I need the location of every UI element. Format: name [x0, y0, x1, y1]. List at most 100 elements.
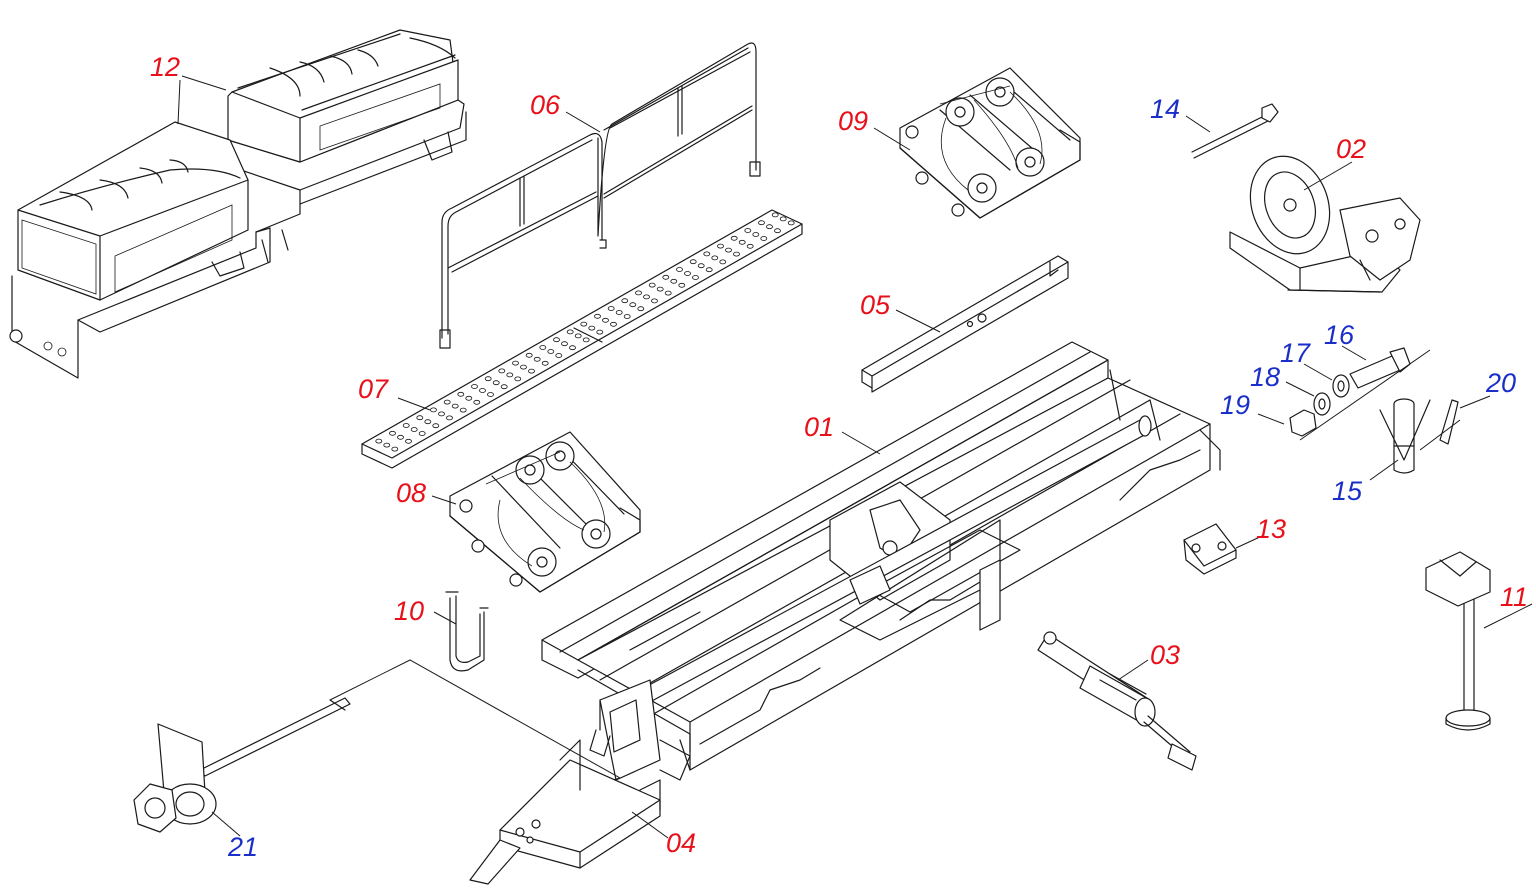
label-08: 08	[396, 478, 426, 508]
walkway-hole	[774, 228, 781, 234]
walkway-hole	[498, 368, 506, 374]
walkway-hole	[375, 438, 383, 444]
walkway-hole	[397, 434, 404, 440]
walkway-hole	[648, 282, 656, 288]
walkway-hole	[566, 329, 574, 335]
walkway-hole	[744, 228, 752, 233]
walkway-hole	[615, 310, 623, 315]
label-20: 20	[1485, 368, 1516, 398]
label-09: 09	[838, 106, 868, 136]
walkway-hole	[492, 380, 500, 386]
walkway-hole	[711, 255, 719, 261]
part-06-handrail	[439, 42, 761, 349]
label-17: 17	[1280, 338, 1311, 368]
walkway-hole	[779, 216, 787, 222]
walkway-hole	[656, 286, 664, 292]
walkway-hole	[451, 403, 459, 409]
walkway-hole	[405, 438, 412, 444]
part-05-cross-beam	[861, 255, 1069, 393]
walkway-hole	[703, 251, 711, 257]
walkway-hole	[607, 306, 615, 311]
part-04-drawbar	[329, 659, 661, 885]
label-01: 01	[804, 412, 834, 442]
part-03-hydraulic-cylinder	[1037, 631, 1197, 771]
walkway-hole	[678, 282, 686, 288]
walkway-hole	[432, 423, 440, 429]
walkway-hole	[438, 411, 445, 417]
walkway-hole	[588, 325, 596, 331]
walkway-hole	[637, 306, 645, 312]
walkway-hole	[416, 415, 424, 421]
walkway-hole	[465, 395, 473, 401]
walkway-hole	[730, 235, 738, 241]
part-21-axle	[133, 697, 351, 833]
walkway-hole	[705, 267, 713, 273]
walkway-hole	[525, 352, 533, 358]
walkway-hole	[391, 446, 399, 452]
walkway-hole	[514, 376, 522, 382]
walkway-hole	[746, 243, 754, 249]
walkway-hole	[623, 314, 631, 319]
part-20-clip	[1419, 399, 1461, 451]
part-08-drive-unit	[449, 431, 641, 593]
walkway-hole	[512, 360, 519, 366]
label-14: 14	[1150, 94, 1180, 124]
walkway-hole	[635, 290, 642, 296]
walkway-hole	[676, 267, 683, 272]
walkway-hole	[758, 220, 765, 226]
part-15-pin	[1379, 398, 1431, 474]
walkway-hole	[719, 259, 727, 265]
walkway-hole	[418, 431, 426, 436]
walkway-hole	[430, 407, 437, 413]
walkway-hole	[738, 239, 746, 245]
walkway-hole	[533, 356, 541, 362]
walkway-hole	[446, 415, 453, 421]
part-13-bracket	[1183, 523, 1237, 575]
walkway-hole	[561, 341, 568, 347]
walkway-hole	[664, 290, 672, 296]
part-18-washer	[1313, 392, 1331, 416]
part-17-washer	[1332, 374, 1350, 398]
label-06: 06	[530, 90, 561, 120]
walkway-hole	[643, 294, 650, 300]
walkway-hole	[596, 329, 604, 335]
walkway-hole	[594, 313, 601, 319]
label-19: 19	[1220, 390, 1250, 420]
walkway-hole	[389, 430, 396, 436]
part-09-drive-unit	[899, 67, 1081, 219]
walkway-hole	[610, 321, 617, 327]
walkway-hole	[500, 384, 508, 390]
part-12-seed-hoppers	[9, 29, 467, 379]
walkway-hole	[629, 302, 637, 308]
walkway-hole	[582, 337, 590, 343]
walkway-hole	[555, 353, 563, 358]
walkway-hole	[760, 236, 768, 241]
walkway-hole	[487, 392, 494, 397]
label-15: 15	[1332, 476, 1363, 506]
walkway-hole	[725, 247, 732, 253]
walkway-holes	[375, 212, 795, 452]
walkway-hole	[484, 376, 492, 382]
walkway-hole	[457, 391, 465, 397]
part-14-bolt	[1191, 103, 1279, 159]
leader-lines	[177, 75, 1533, 839]
part-07-walkway-plate	[361, 209, 803, 469]
walkway-hole	[717, 243, 724, 249]
walkway-hole	[528, 368, 535, 374]
walkway-hole	[692, 275, 699, 280]
label-11: 11	[1500, 582, 1528, 612]
label-05: 05	[860, 290, 891, 320]
walkway-hole	[383, 442, 391, 448]
walkway-hole	[787, 220, 795, 226]
walkway-hole	[651, 298, 658, 304]
walkway-hole	[547, 349, 555, 354]
label-02: 02	[1336, 134, 1366, 164]
label-12: 12	[150, 52, 180, 82]
label-04: 04	[666, 828, 696, 858]
walkway-hole	[602, 317, 609, 323]
part-10-u-bracket	[445, 591, 489, 672]
walkway-hole	[662, 274, 670, 280]
label-03: 03	[1150, 640, 1180, 670]
part-19-nut	[1289, 409, 1317, 437]
